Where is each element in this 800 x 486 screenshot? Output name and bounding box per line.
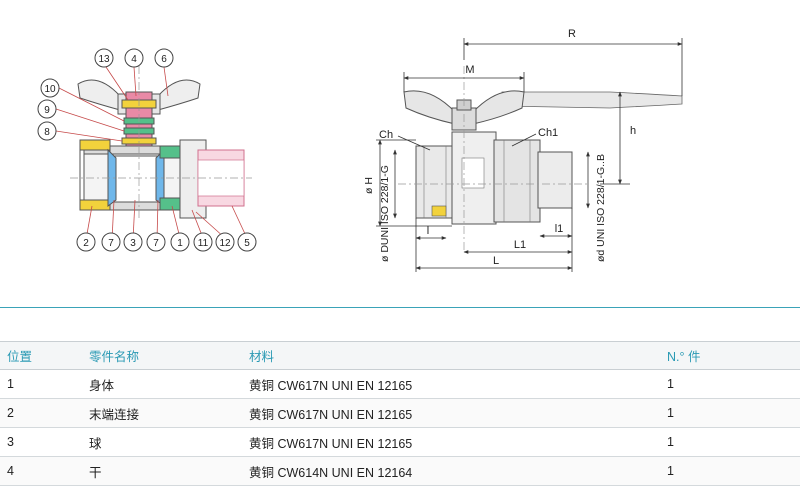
cell-quantity: 1 [660,456,800,486]
cell-quantity: 1 [660,398,800,428]
svg-text:12: 12 [219,238,231,249]
header-part-name: 零件名称 [82,341,242,370]
dim-l: l [427,225,429,237]
callout-6: 6 [154,48,174,68]
butterfly-handle-right [157,79,201,111]
butterfly-handle [403,90,456,125]
svg-text:2: 2 [83,238,89,249]
callout-13: 13 [94,48,114,68]
butterfly-handle-left [77,79,121,111]
callout-7b: 7 [146,232,166,252]
dim-l1: l1 [555,223,564,235]
table-row: 1 身体 黄铜 CW617N UNI EN 12165 1 [0,369,800,399]
technical-drawing: 13 4 6 10 9 8 2 7 [37,28,683,272]
leader-lines [55,66,247,241]
cell-part-name: 干 [82,456,242,486]
header-quantity: N.° 件 [660,341,800,370]
svg-text:6: 6 [161,54,167,65]
cell-quantity: 1 [660,427,800,457]
callout-8: 8 [37,121,57,141]
cell-quantity: 1 [660,369,800,399]
section-drawing: 13 4 6 10 9 8 2 7 [37,48,257,252]
cell-material: 黄铜 CW614N UNI EN 12164 [242,456,660,486]
section-divider [0,307,800,308]
cell-part-name: 身体 [82,369,242,399]
cell-part-name: 球 [82,427,242,457]
svg-text:11: 11 [198,238,209,249]
label-Ch1: Ch1 [538,127,558,139]
svg-text:9: 9 [44,105,50,116]
left-hex [415,145,455,219]
svg-text:10: 10 [44,84,56,95]
cell-material: 黄铜 CW617N UNI EN 12165 [242,427,660,457]
callout-4: 4 [124,48,144,68]
cell-part-name: 末端连接 [82,398,242,428]
svg-text:8: 8 [44,127,50,138]
tail-right [537,151,573,209]
callout-12: 12 [215,232,235,252]
cell-material: 黄铜 CW617N UNI EN 12165 [242,398,660,428]
svg-text:4: 4 [131,54,137,65]
callout-3: 3 [123,232,143,252]
parts-table: 位置 零件名称 材料 N.° 件 1 身体 黄铜 CW617N UNI EN 1… [0,341,800,486]
ball-seat-right [155,148,165,207]
dim-L: L [493,255,499,267]
header-material: 材料 [242,341,660,370]
callout-1: 1 [170,232,190,252]
body-marking [461,157,485,189]
callout-11: 11 [193,232,213,252]
dim-h: h [630,125,636,137]
yellow-insert [431,205,447,217]
union-nut-right [493,139,541,223]
table-header-row: 位置 零件名称 材料 N.° 件 [0,341,800,370]
svg-text:5: 5 [244,238,250,249]
cell-position: 1 [0,369,82,399]
callout-2: 2 [76,232,96,252]
vertical-duni: ø DUNI ISO 228/1-G [379,165,391,262]
dimension-drawing: R M h Ch Ch1 l l1 L1 L ø DUNI ISO 228/1-… [363,28,683,272]
table-row: 3 球 黄铜 CW617N UNI EN 12165 1 [0,427,800,457]
cell-position: 4 [0,456,82,486]
callout-9: 9 [37,99,57,119]
table-row: 4 干 黄铜 CW614N UNI EN 12164 1 [0,456,800,486]
lever-handle [501,91,683,109]
callout-5: 5 [237,232,257,252]
ball-seat-left [107,148,117,207]
svg-text:7: 7 [108,238,114,249]
vertical-h: ø H [363,177,375,194]
callout-10: 10 [40,78,60,98]
ball [111,155,161,203]
dim-M: M [465,64,474,76]
svg-text:3: 3 [130,238,136,249]
vertical-dval: ød UNI ISO 228/1-G..B [595,154,607,262]
svg-text:1: 1 [177,238,183,249]
cell-position: 2 [0,398,82,428]
svg-text:7: 7 [153,238,159,249]
end-connection-nut-top [79,139,111,151]
butterfly-handle-2 [472,90,525,125]
cell-material: 黄铜 CW617N UNI EN 12165 [242,369,660,399]
header-position: 位置 [0,341,82,370]
table-row: 2 末端连接 黄铜 CW617N UNI EN 12165 1 [0,398,800,428]
callout-7a: 7 [101,232,121,252]
dim-L1: L1 [514,239,526,251]
svg-text:13: 13 [98,54,110,65]
end-connection-nut-bottom [79,199,111,211]
label-Ch: Ch [379,129,393,141]
dim-R: R [568,28,576,40]
cell-position: 3 [0,427,82,457]
